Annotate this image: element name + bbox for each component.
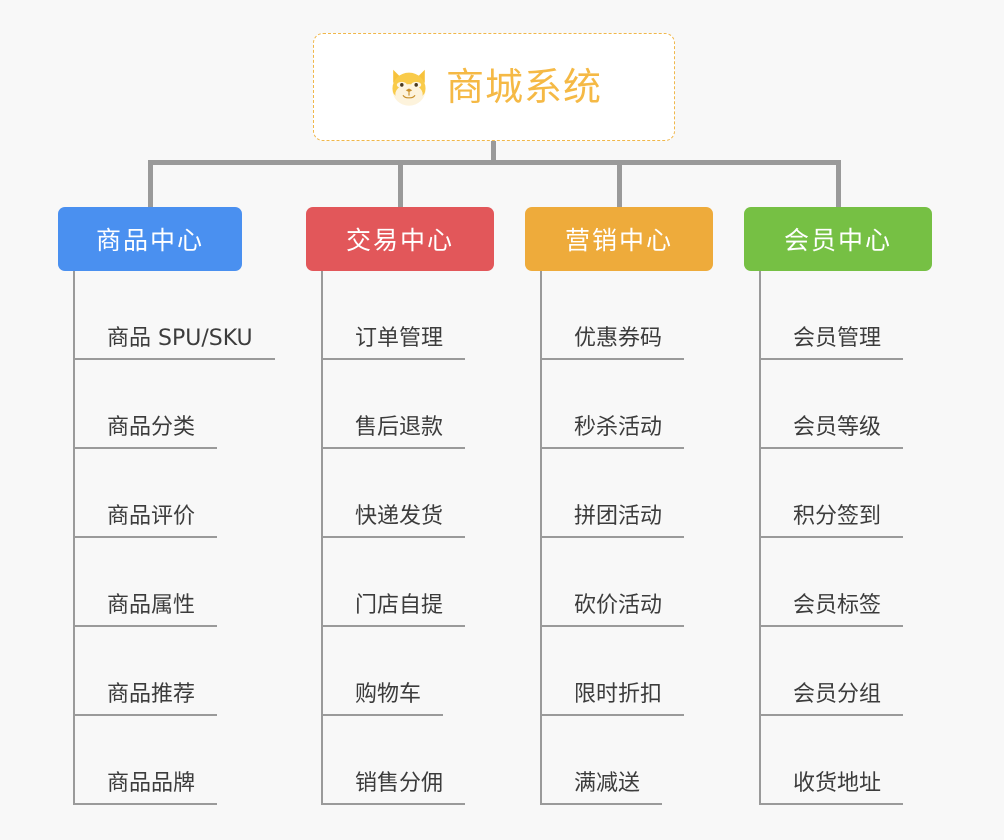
branch-product-center: 商品中心 商品 SPU/SKU 商品分类 商品评价 商品属性 商品推荐 商品品牌 (58, 207, 275, 805)
list-item[interactable]: 商品品牌 (73, 716, 275, 805)
list-item[interactable]: 会员分组 (759, 627, 932, 716)
list-item[interactable]: 限时折扣 (540, 627, 713, 716)
leaf-label: 快递发货 (355, 504, 444, 529)
branch-head-label: 营销中心 (564, 226, 673, 255)
leaf-label: 商品评价 (107, 504, 196, 529)
list-item[interactable]: 秒杀活动 (540, 360, 713, 449)
list-item[interactable]: 满减送 (540, 716, 713, 805)
leaf-label: 销售分佣 (355, 771, 444, 796)
connector-horizontal-bar (148, 160, 841, 165)
leaf-label: 限时折扣 (574, 682, 663, 707)
leaf-label: 拼团活动 (574, 504, 663, 529)
leaf-label: 秒杀活动 (574, 415, 663, 440)
branch-member-center: 会员中心 会员管理 会员等级 积分签到 会员标签 会员分组 收货地址 (744, 207, 932, 805)
leaf-label: 商品分类 (107, 415, 196, 440)
list-item[interactable]: 售后退款 (321, 360, 494, 449)
connector-drop-3 (617, 160, 622, 208)
branch-head-marketing-center[interactable]: 营销中心 (525, 207, 713, 271)
leaf-label: 购物车 (355, 682, 422, 707)
list-item[interactable]: 商品属性 (73, 538, 275, 627)
leaf-label: 商品推荐 (107, 682, 196, 707)
list-item[interactable]: 会员标签 (759, 538, 932, 627)
list-item[interactable]: 会员管理 (759, 271, 932, 360)
leaf-label: 售后退款 (355, 415, 444, 440)
leaf-list-member-center: 会员管理 会员等级 积分签到 会员标签 会员分组 收货地址 (759, 271, 932, 805)
leaf-label: 会员标签 (793, 593, 882, 618)
branch-head-label: 商品中心 (95, 226, 204, 255)
dog-face-icon (392, 69, 426, 106)
leaf-label: 商品属性 (107, 593, 196, 618)
leaf-list-product-center: 商品 SPU/SKU 商品分类 商品评价 商品属性 商品推荐 商品品牌 (73, 271, 275, 805)
list-item[interactable]: 销售分佣 (321, 716, 494, 805)
branch-trade-center: 交易中心 订单管理 售后退款 快递发货 门店自提 购物车 销售分佣 (306, 207, 494, 805)
list-item[interactable]: 优惠券码 (540, 271, 713, 360)
leaf-label: 收货地址 (793, 771, 882, 796)
list-item[interactable]: 快递发货 (321, 449, 494, 538)
root-title: 商城系统 (445, 65, 602, 109)
list-item[interactable]: 会员等级 (759, 360, 932, 449)
leaf-label: 会员等级 (793, 415, 882, 440)
list-item[interactable]: 订单管理 (321, 271, 494, 360)
list-item[interactable]: 砍价活动 (540, 538, 713, 627)
root-node[interactable]: 商城系统 (313, 33, 675, 141)
list-item[interactable]: 门店自提 (321, 538, 494, 627)
list-item[interactable]: 拼团活动 (540, 449, 713, 538)
branch-head-trade-center[interactable]: 交易中心 (306, 207, 494, 271)
leaf-label: 积分签到 (793, 504, 882, 529)
connector-drop-4 (836, 160, 841, 208)
list-item[interactable]: 商品评价 (73, 449, 275, 538)
leaf-label: 订单管理 (355, 326, 444, 351)
connector-drop-1 (148, 160, 153, 208)
leaf-label: 会员管理 (793, 326, 882, 351)
list-item[interactable]: 购物车 (321, 627, 494, 716)
leaf-label: 商品品牌 (107, 771, 196, 796)
leaf-label: 会员分组 (793, 682, 882, 707)
connector-stem (491, 141, 496, 163)
leaf-label: 门店自提 (355, 593, 444, 618)
leaf-label: 满减送 (574, 771, 641, 796)
leaf-list-trade-center: 订单管理 售后退款 快递发货 门店自提 购物车 销售分佣 (321, 271, 494, 805)
branch-head-member-center[interactable]: 会员中心 (744, 207, 932, 271)
list-item[interactable]: 积分签到 (759, 449, 932, 538)
list-item[interactable]: 商品推荐 (73, 627, 275, 716)
branch-head-label: 会员中心 (783, 226, 892, 255)
branch-head-product-center[interactable]: 商品中心 (58, 207, 242, 271)
list-item[interactable]: 收货地址 (759, 716, 932, 805)
leaf-label: 优惠券码 (574, 326, 663, 351)
connector-drop-2 (398, 160, 403, 208)
branch-marketing-center: 营销中心 优惠券码 秒杀活动 拼团活动 砍价活动 限时折扣 满减送 (525, 207, 713, 805)
leaf-label: 砍价活动 (574, 593, 663, 618)
leaf-label: 商品 SPU/SKU (107, 326, 253, 351)
list-item[interactable]: 商品分类 (73, 360, 275, 449)
leaf-list-marketing-center: 优惠券码 秒杀活动 拼团活动 砍价活动 限时折扣 满减送 (540, 271, 713, 805)
branch-head-label: 交易中心 (345, 226, 454, 255)
list-item[interactable]: 商品 SPU/SKU (73, 271, 275, 360)
